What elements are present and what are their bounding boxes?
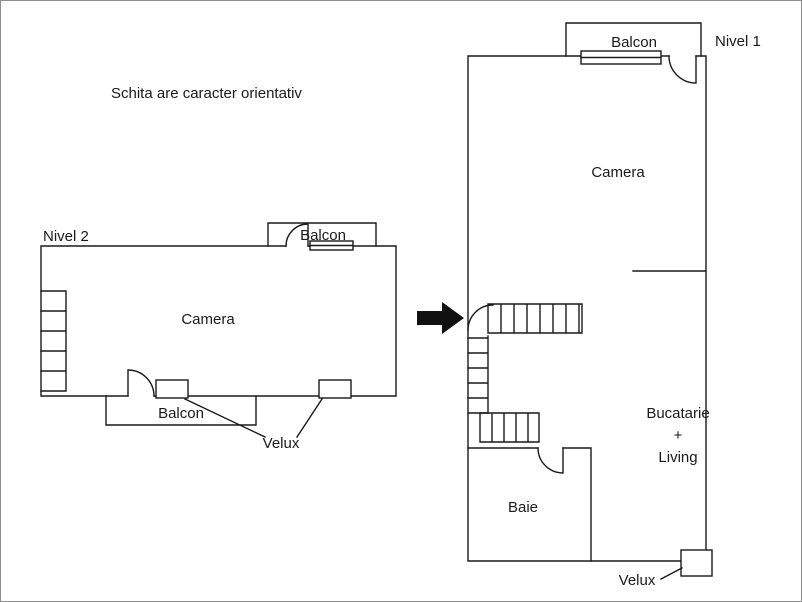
nivel1-stairs-door-arc	[467, 304, 494, 331]
nivel1-stairs-upper-run	[487, 303, 583, 334]
nivel2-velux-connector-lines	[184, 398, 323, 438]
nivel2-stairs	[40, 290, 67, 392]
nivel2-velux-window-2	[318, 379, 352, 399]
nivel1-balcon-label: Balcon	[611, 34, 657, 51]
nivel1-velux-label: Velux	[619, 572, 656, 589]
nivel1-bucatarie-label: Bucatarie	[646, 405, 709, 422]
nivel1-stairs-lower-run	[479, 412, 540, 443]
nivel2-balcon-top-label: Balcon	[300, 227, 346, 244]
nivel2-balcony-top-outline	[267, 222, 377, 247]
nivel1-balcony-door-arc	[668, 55, 697, 84]
right-arrow-icon	[417, 302, 464, 334]
nivel1-walls	[467, 55, 707, 562]
nivel1-plan: Nivel 1 Balcon Camera Bucatarie + Living…	[467, 22, 761, 589]
nivel2-camera-label: Camera	[181, 311, 235, 328]
nivel2-balcony-top-door-arc	[285, 223, 309, 247]
nivel2-velux-window-1	[155, 379, 189, 399]
nivel1-balcony-outline	[565, 22, 702, 57]
nivel1-velux-window	[680, 549, 713, 577]
nivel1-plus-label: +	[674, 427, 683, 444]
orientation-note: Schita are caracter orientativ	[111, 85, 302, 102]
nivel2-balcon-bottom-label: Balcon	[158, 405, 204, 422]
nivel1-bathroom-walls	[467, 447, 592, 562]
nivel1-living-label: Living	[658, 449, 697, 466]
nivel1-title: Nivel 1	[715, 33, 761, 50]
nivel1-stairs-vertical-run	[467, 335, 489, 414]
nivel1-camera-label: Camera	[591, 164, 645, 181]
nivel1-velux-connector-line	[660, 567, 683, 580]
nivel1-baie-label: Baie	[508, 499, 538, 516]
nivel2-balcony-bottom-outline	[105, 395, 257, 426]
nivel2-plan: Nivel 2 Camera Balcon Balcon Velux	[40, 222, 397, 452]
nivel1-bathroom-door-arc	[537, 447, 564, 474]
nivel2-bottom-door-arc	[127, 369, 155, 397]
nivel2-title: Nivel 2	[43, 228, 89, 245]
nivel2-velux-label: Velux	[263, 435, 300, 452]
